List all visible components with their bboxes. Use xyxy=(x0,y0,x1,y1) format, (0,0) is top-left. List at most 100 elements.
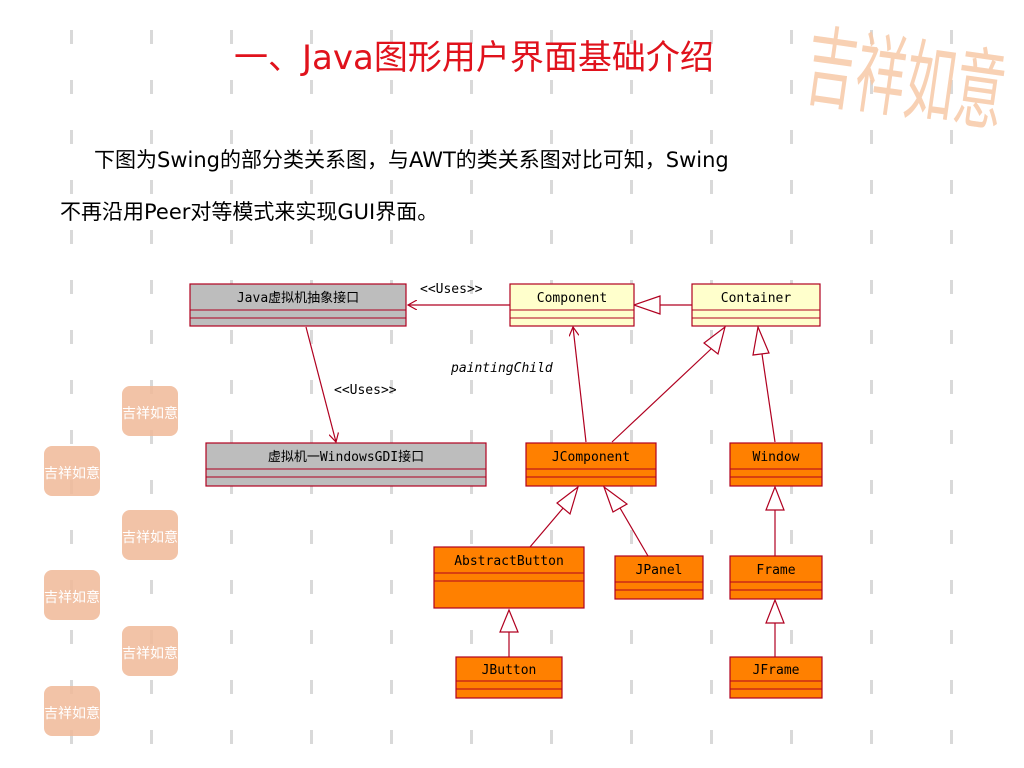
class-name-windows-gdi: 虚拟机一WindowsGDI接口 xyxy=(268,449,424,465)
bg-dash xyxy=(950,180,953,194)
bg-dash xyxy=(950,330,953,344)
bg-dash xyxy=(550,480,553,494)
bg-dash xyxy=(390,180,393,194)
jframe-frame-head xyxy=(765,598,785,624)
bg-dash xyxy=(470,630,473,644)
bg-dash xyxy=(70,30,73,44)
bg-dash xyxy=(550,380,553,394)
class-name-abstract-button: AbstractButton xyxy=(454,554,564,569)
class-jframe: JFrame xyxy=(729,656,823,699)
abstractbutton-jcomponent-line xyxy=(529,506,565,548)
svg-text:吉祥如意: 吉祥如意 xyxy=(44,589,100,606)
slide-paragraph: 下图为Swing的部分类关系图，与AWT的类关系图对比可知，Swing 不再沿用… xyxy=(60,134,950,238)
bg-dash xyxy=(950,430,953,444)
bg-dash xyxy=(150,680,153,694)
bg-dash xyxy=(550,730,553,744)
bg-dash xyxy=(470,130,473,144)
bg-dash xyxy=(390,680,393,694)
bg-dash xyxy=(870,680,873,694)
bg-dash xyxy=(550,130,553,144)
bg-dash xyxy=(390,630,393,644)
bg-dash xyxy=(310,180,313,194)
bg-dash xyxy=(710,630,713,644)
class-name-jbutton: JButton xyxy=(482,663,537,678)
bg-dash xyxy=(870,630,873,644)
bg-dash xyxy=(630,730,633,744)
paragraph-line-1: 下图为Swing的部分类关系图，与AWT的类关系图对比可知，Swing xyxy=(94,148,729,172)
class-name-jframe: JFrame xyxy=(753,663,800,678)
seal-6: 吉祥如意 xyxy=(44,686,100,736)
bg-dash xyxy=(950,380,953,394)
bg-dash xyxy=(790,330,793,344)
bg-dash xyxy=(150,280,153,294)
bg-dash xyxy=(70,380,73,394)
bg-dash xyxy=(230,130,233,144)
bg-dash xyxy=(710,730,713,744)
bg-dash xyxy=(470,330,473,344)
bg-dash xyxy=(790,30,793,44)
bg-dash xyxy=(790,80,793,94)
bg-dash xyxy=(230,530,233,544)
bg-dash xyxy=(870,80,873,94)
class-name-jcomponent: JComponent xyxy=(552,450,630,465)
class-name-jpanel: JPanel xyxy=(636,563,683,578)
bg-dash xyxy=(870,180,873,194)
diagram-connectors xyxy=(305,295,785,657)
bg-dash xyxy=(870,380,873,394)
bg-dash xyxy=(550,180,553,194)
bg-dash xyxy=(870,580,873,594)
bg-dash xyxy=(230,730,233,744)
class-window: Window xyxy=(729,442,823,487)
seal-5: 吉祥如意 xyxy=(122,626,178,676)
bg-dash xyxy=(230,230,233,244)
bg-dash xyxy=(790,230,793,244)
seal-2: 吉祥如意 xyxy=(44,446,100,496)
bg-dash xyxy=(950,30,953,44)
bg-dash xyxy=(870,130,873,144)
bg-dash xyxy=(950,730,953,744)
bg-dash xyxy=(550,530,553,544)
bg-dash xyxy=(470,280,473,294)
bg-dash xyxy=(710,30,713,44)
bg-dash xyxy=(470,480,473,494)
jcomponent-container-line xyxy=(611,348,712,443)
bg-dash xyxy=(630,380,633,394)
class-name-frame: Frame xyxy=(756,563,795,578)
abstractbutton-jcomponent-head xyxy=(556,485,580,516)
svg-text:吉祥如意: 吉祥如意 xyxy=(122,529,178,546)
bg-dash xyxy=(790,130,793,144)
bg-dash xyxy=(630,530,633,544)
bg-dash xyxy=(310,630,313,644)
bg-dash xyxy=(950,580,953,594)
bg-dash xyxy=(310,730,313,744)
bg-dash xyxy=(150,580,153,594)
window-container-head xyxy=(752,324,770,356)
class-jvm-interface: Java虚拟机抽象接口 xyxy=(189,283,407,327)
bg-dash xyxy=(230,380,233,394)
bg-dash xyxy=(470,730,473,744)
bg-dash xyxy=(310,330,313,344)
bg-dash xyxy=(150,480,153,494)
bg-dash xyxy=(70,130,73,144)
bg-dash xyxy=(950,230,953,244)
bg-dash xyxy=(470,30,473,44)
bg-dash xyxy=(390,430,393,444)
bg-dash xyxy=(150,30,153,44)
bg-dash xyxy=(950,680,953,694)
bg-dash xyxy=(630,480,633,494)
bg-dash xyxy=(630,180,633,194)
bg-dash xyxy=(950,530,953,544)
class-jpanel: JPanel xyxy=(614,555,704,600)
bg-dash xyxy=(470,380,473,394)
seal-1: 吉祥如意 xyxy=(122,386,178,436)
bg-dash xyxy=(230,330,233,344)
bg-dash xyxy=(870,280,873,294)
class-jbutton: JButton xyxy=(455,656,563,699)
class-name-jvm-interface: Java虚拟机抽象接口 xyxy=(237,290,359,306)
bg-dash xyxy=(230,430,233,444)
seal-4: 吉祥如意 xyxy=(44,570,100,620)
bg-dash xyxy=(310,130,313,144)
uses-label-down: <<Uses>> xyxy=(334,383,397,398)
